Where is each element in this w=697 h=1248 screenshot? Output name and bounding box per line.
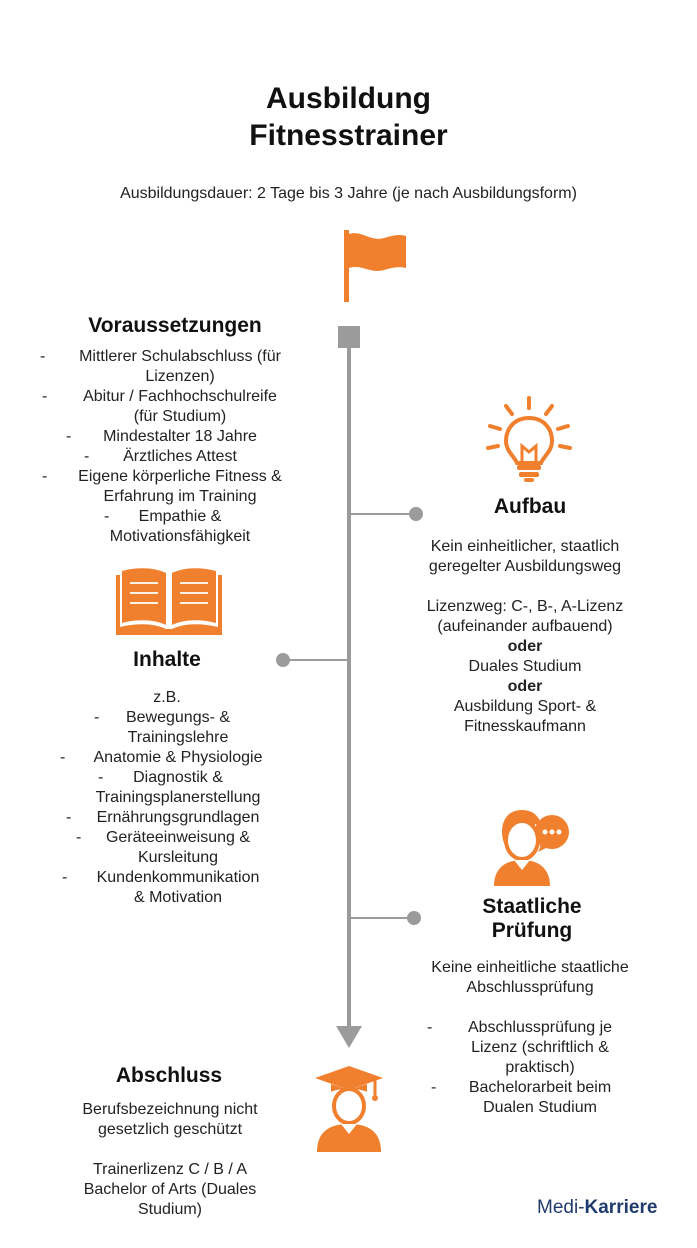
page-title: Ausbildung Fitnesstrainer bbox=[249, 82, 448, 152]
pruefung-heading: Staatliche Prüfung bbox=[482, 895, 582, 942]
list-item: Ärztliches Attest bbox=[30, 447, 330, 467]
list-item: Ernährungsgrundlagen bbox=[58, 808, 298, 828]
branch-line-pruefung bbox=[349, 917, 411, 919]
inhalte-intro: z.B. bbox=[153, 689, 181, 706]
branch-line-inhalte bbox=[288, 659, 349, 661]
pruefung-text: Keine einheitliche staatliche Abschlussp… bbox=[431, 959, 629, 996]
lightbulb-icon bbox=[486, 396, 572, 482]
inhalte-list: Bewegungs- &Trainingslehre Anatomie & Ph… bbox=[58, 708, 298, 908]
list-item: Eigene körperliche Fitness &Erfahrung im… bbox=[30, 467, 330, 507]
list-item: Kundenkommunikation& Motivation bbox=[58, 868, 298, 908]
list-item: Diagnostik &Trainingsplanerstellung bbox=[58, 768, 298, 808]
voraussetzungen-heading: Voraussetzungen bbox=[88, 314, 262, 337]
flag-icon bbox=[344, 230, 406, 302]
inhalte-heading: Inhalte bbox=[133, 648, 201, 671]
list-item: Empathie &Motivationsfähigkeit bbox=[30, 507, 330, 547]
abschluss-heading: Abschluss bbox=[115, 1064, 223, 1087]
branch-dot-aufbau bbox=[409, 507, 423, 521]
aufbau-heading: Aufbau bbox=[493, 495, 567, 518]
person-speech-bubble-icon bbox=[494, 810, 569, 886]
list-item: Abitur / Fachhochschulreife(für Studium) bbox=[30, 387, 330, 427]
graduate-icon bbox=[315, 1066, 383, 1152]
timeline-arrowhead bbox=[336, 1026, 362, 1048]
medi-karriere-logo[interactable]: Medi-Karriere bbox=[537, 1197, 658, 1218]
duration-subtitle: Ausbildungsdauer: 2 Tage bis 3 Jahre (je… bbox=[120, 185, 577, 202]
branch-dot-pruefung bbox=[407, 911, 421, 925]
open-book-icon bbox=[116, 568, 222, 635]
list-item: Geräteeinweisung &Kursleitung bbox=[58, 828, 298, 868]
list-item: Bewegungs- &Trainingslehre bbox=[58, 708, 298, 748]
branch-dot-inhalte bbox=[276, 653, 290, 667]
list-item: Anatomie & Physiologie bbox=[58, 748, 298, 768]
aufbau-text: Kein einheitlicher, staatlich geregelter… bbox=[426, 538, 624, 735]
list-item: Mindestalter 18 Jahre bbox=[30, 427, 330, 447]
timeline-start-square bbox=[338, 326, 360, 348]
abschluss-text: Berufsbezeichnung nicht gesetzlich gesch… bbox=[82, 1101, 258, 1218]
branch-line-aufbau bbox=[349, 513, 411, 515]
timeline-line bbox=[347, 346, 351, 1032]
